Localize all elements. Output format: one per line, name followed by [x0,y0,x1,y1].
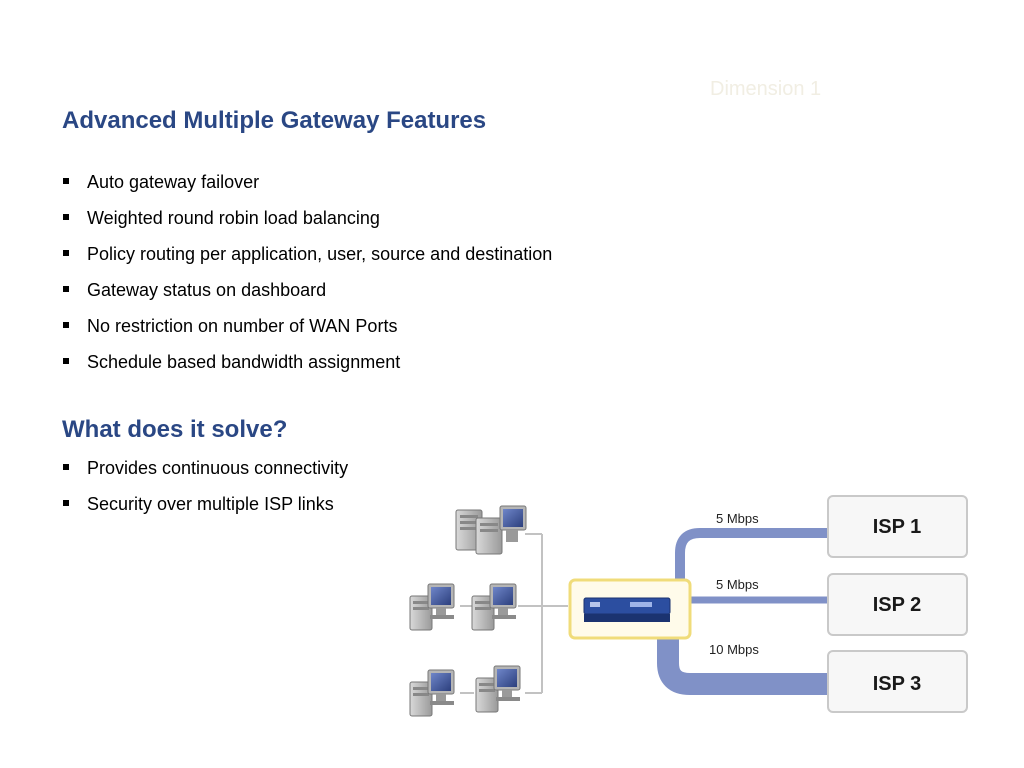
workstation-icon [471,583,517,631]
workstation-icon [409,669,455,717]
solve-heading: What does it solve? [62,416,288,443]
feature-item: Schedule based bandwidth assignment [62,352,552,388]
features-heading: Advanced Multiple Gateway Features [62,107,487,134]
server-icon [455,505,527,555]
bandwidth-label-isp1: 5 Mbps [716,511,759,526]
feature-item: Auto gateway failover [62,172,552,208]
bandwidth-label-isp3: 10 Mbps [709,642,759,657]
feature-item: Weighted round robin load balancing [62,208,552,244]
watermark-text: Dimension 1 [710,78,822,100]
workstation-icon [475,665,521,713]
workstation-icon [409,583,455,631]
lan-wiring [460,533,568,694]
wan-links [657,528,828,695]
isp-label: ISP 2 [873,594,922,616]
isp-box-3: ISP 3 [827,650,968,713]
solve-list: Provides continuous connectivity Securit… [62,458,348,530]
network-diagram: 5 Mbps 5 Mbps 10 Mbps ISP 1 ISP 2 ISP 3 [409,495,968,717]
isp-box-1: ISP 1 [827,495,968,558]
isp-label: ISP 1 [873,516,922,538]
features-list: Auto gateway failover Weighted round rob… [62,172,552,388]
bandwidth-label-isp2: 5 Mbps [716,577,759,592]
feature-item: No restriction on number of WAN Ports [62,316,552,352]
feature-item: Policy routing per application, user, so… [62,244,552,280]
solve-item: Security over multiple ISP links [62,494,348,530]
gateway-appliance-icon [568,578,692,640]
solve-item: Provides continuous connectivity [62,458,348,494]
isp-label: ISP 3 [873,673,922,695]
feature-item: Gateway status on dashboard [62,280,552,316]
isp-box-2: ISP 2 [827,573,968,636]
